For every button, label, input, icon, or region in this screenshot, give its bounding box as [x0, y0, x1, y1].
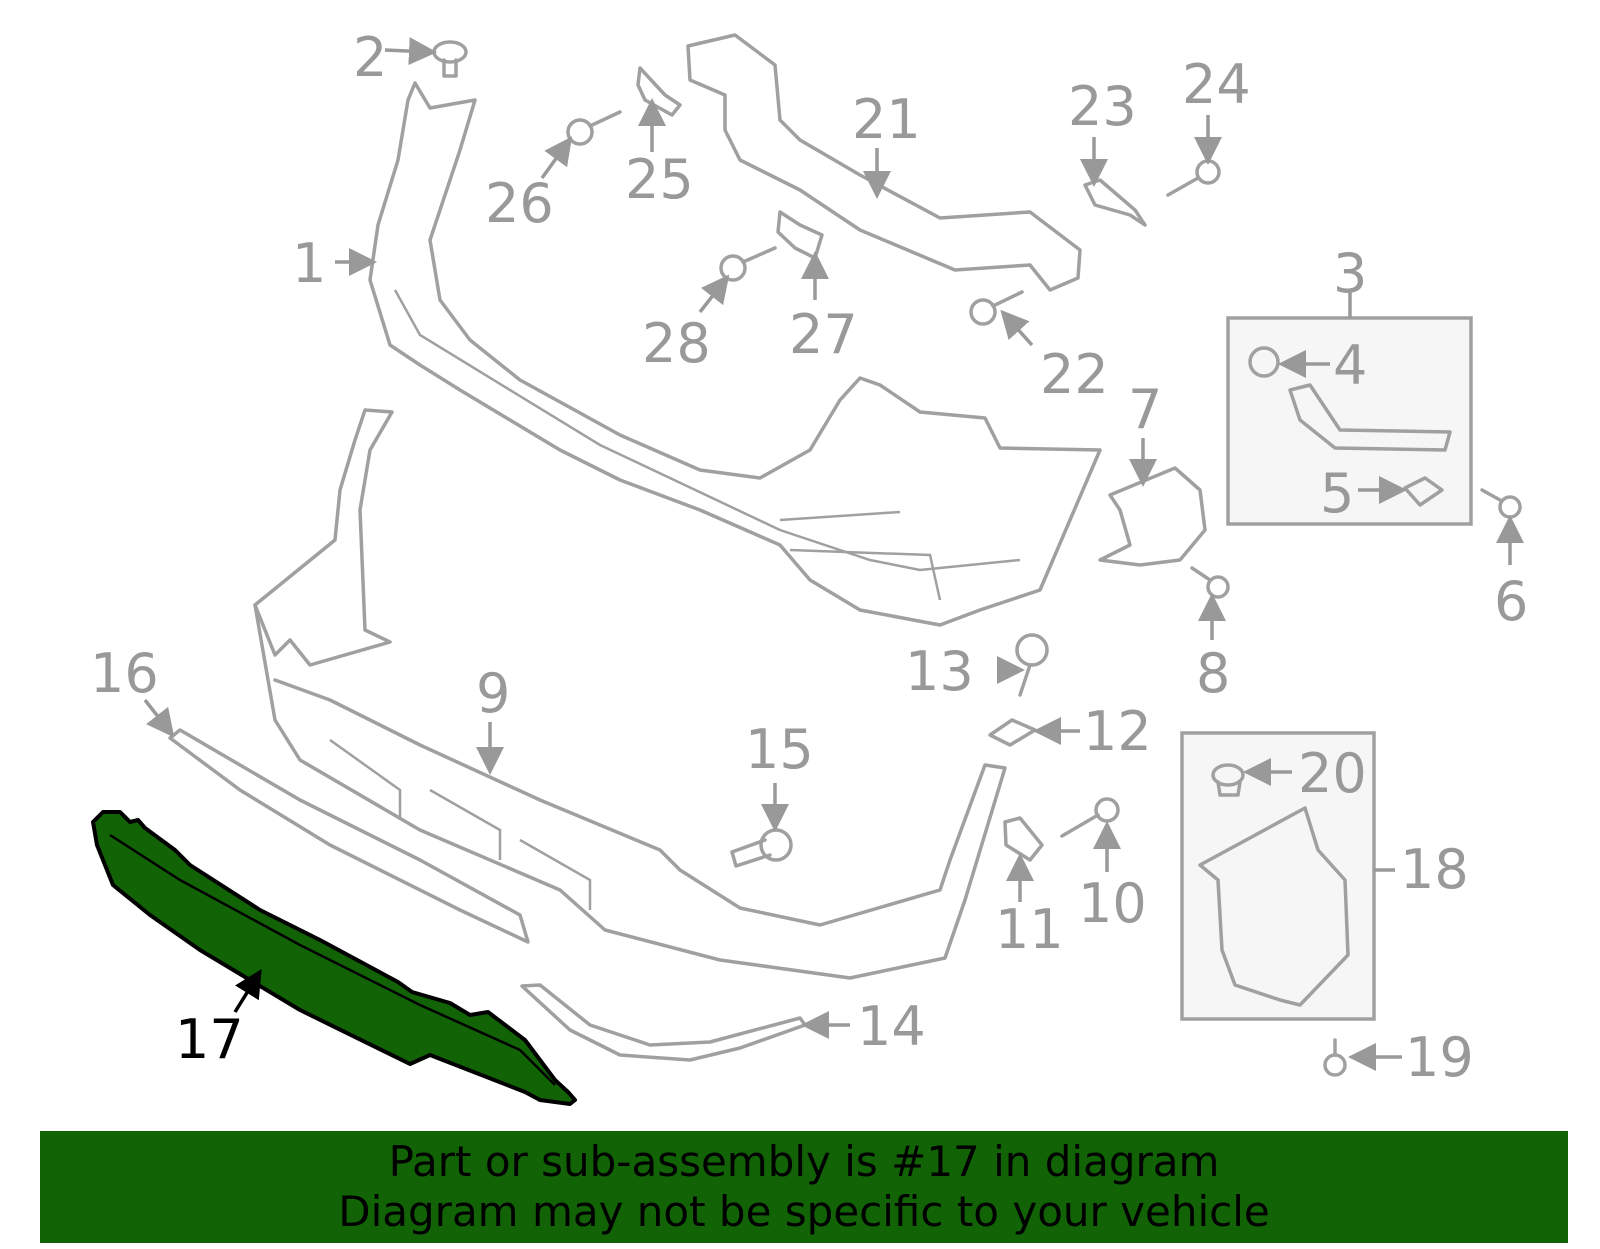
label-4: 4: [1333, 334, 1367, 397]
callout-arrows: [143, 37, 1524, 1071]
label-22: 22: [1040, 343, 1109, 406]
part-3-bracket[interactable]: [1288, 383, 1452, 452]
label-9: 9: [476, 662, 510, 725]
label-3: 3: [1333, 242, 1367, 305]
part-8-bolt[interactable]: [1190, 566, 1230, 599]
part-22-bolt[interactable]: [969, 290, 1024, 326]
banner-line-1: Part or sub-assembly is #17 in diagram: [388, 1137, 1220, 1186]
label-20: 20: [1298, 742, 1367, 805]
label-2: 2: [353, 26, 387, 89]
label-26: 26: [485, 172, 554, 235]
label-19: 19: [1405, 1026, 1474, 1089]
label-21: 21: [852, 88, 921, 151]
label-16: 16: [90, 642, 159, 705]
label-15: 15: [745, 718, 814, 781]
label-11: 11: [995, 898, 1064, 961]
label-27: 27: [789, 303, 858, 366]
part-5-clip[interactable]: [1403, 476, 1444, 507]
label-1: 1: [292, 232, 326, 295]
label-7: 7: [1128, 378, 1162, 441]
part-7-bracket[interactable]: [1098, 466, 1207, 567]
info-banner: Part or sub-assembly is #17 in diagram D…: [40, 1131, 1568, 1243]
label-10: 10: [1078, 872, 1147, 935]
part-9-lower-bumper[interactable]: [253, 408, 1007, 980]
part-11-bracket[interactable]: [1003, 816, 1044, 862]
part-25-bracket[interactable]: [636, 66, 682, 117]
part-21-reinforcement[interactable]: [686, 33, 1082, 292]
part-23-bracket[interactable]: [1083, 178, 1147, 227]
part-24-bolt[interactable]: [1166, 159, 1221, 197]
part-16-strip[interactable]: [168, 728, 530, 944]
label-23: 23: [1068, 75, 1137, 138]
part-3-group-box: [1226, 316, 1473, 526]
label-8: 8: [1196, 642, 1230, 705]
part-19-clip[interactable]: [1323, 1038, 1347, 1077]
label-24: 24: [1182, 53, 1251, 116]
part-10-bolt[interactable]: [1060, 797, 1120, 838]
label-14: 14: [857, 995, 926, 1058]
label-12: 12: [1083, 700, 1152, 763]
label-5: 5: [1320, 462, 1354, 525]
banner-line-2: Diagram may not be specific to your vehi…: [338, 1187, 1270, 1236]
part-26-bolt[interactable]: [566, 110, 622, 146]
part-27-bracket[interactable]: [776, 210, 824, 260]
label-25: 25: [625, 148, 694, 211]
part-28-bolt[interactable]: [719, 246, 777, 282]
part-6-bolt[interactable]: [1480, 488, 1522, 519]
part-14-strip[interactable]: [520, 983, 807, 1062]
label-6: 6: [1494, 570, 1528, 633]
part-1-bumper-cover[interactable]: [368, 81, 1102, 627]
part-13-screw[interactable]: [1015, 633, 1049, 697]
callout-labels: 2 1 26 25 21 23 24 28 27 22 3 4 5 6 7 8 …: [90, 26, 1528, 1089]
part-18-deflector[interactable]: [1198, 806, 1350, 1007]
part-2-clip[interactable]: [432, 40, 468, 78]
part-17-highlighted[interactable]: [91, 810, 577, 1106]
label-28: 28: [642, 312, 711, 375]
label-17-highlighted: 17: [175, 1008, 244, 1071]
label-18: 18: [1400, 838, 1469, 901]
label-13: 13: [905, 640, 974, 703]
part-15-pushpin[interactable]: [730, 828, 793, 868]
part-12-clip[interactable]: [988, 718, 1037, 747]
